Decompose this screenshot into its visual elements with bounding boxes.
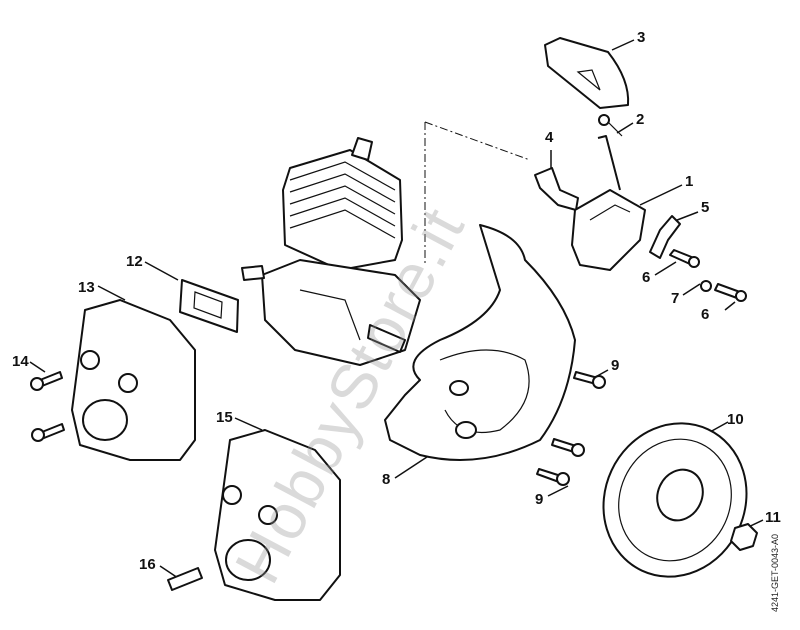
ignition-module-part — [571, 135, 646, 271]
callout-6a: 6 — [642, 269, 651, 286]
callout-10: 10 — [727, 411, 744, 428]
callout-2: 2 — [636, 111, 645, 128]
callout-12: 12 — [126, 253, 143, 270]
screws-6 — [669, 249, 747, 302]
callout-7: 7 — [671, 290, 680, 307]
callout-4: 4 — [545, 129, 554, 146]
engine-cylinder-part — [241, 137, 421, 366]
terminal-part — [649, 215, 681, 259]
callout-14: 14 — [12, 353, 29, 370]
drawing-code: 4241-GET-0043-A0 — [770, 533, 780, 612]
bracket-part — [534, 167, 579, 211]
gasket-part — [179, 279, 239, 333]
callout-9b: 9 — [535, 491, 544, 508]
callout-15: 15 — [216, 409, 233, 426]
callout-1: 1 — [685, 173, 694, 190]
spring-part — [598, 114, 623, 137]
flywheel-part — [602, 422, 748, 578]
callout-13: 13 — [78, 279, 95, 296]
callout-6b: 6 — [701, 306, 710, 323]
muffler-13-part — [71, 299, 196, 461]
callout-11: 11 — [765, 509, 781, 526]
callout-5: 5 — [701, 199, 710, 216]
muffler-15-part — [214, 429, 341, 601]
callout-3: 3 — [637, 29, 646, 46]
fan-housing-part — [384, 224, 576, 461]
assembly-line — [424, 121, 531, 265]
callout-8: 8 — [382, 471, 391, 488]
callout-16: 16 — [139, 556, 156, 573]
cover-part — [544, 37, 630, 109]
callout-9a: 9 — [611, 357, 620, 374]
washer-part — [700, 280, 712, 292]
screws-9 — [536, 371, 606, 486]
screws-14 — [30, 371, 65, 442]
nut-part — [730, 523, 758, 551]
fitting-part — [167, 567, 203, 591]
